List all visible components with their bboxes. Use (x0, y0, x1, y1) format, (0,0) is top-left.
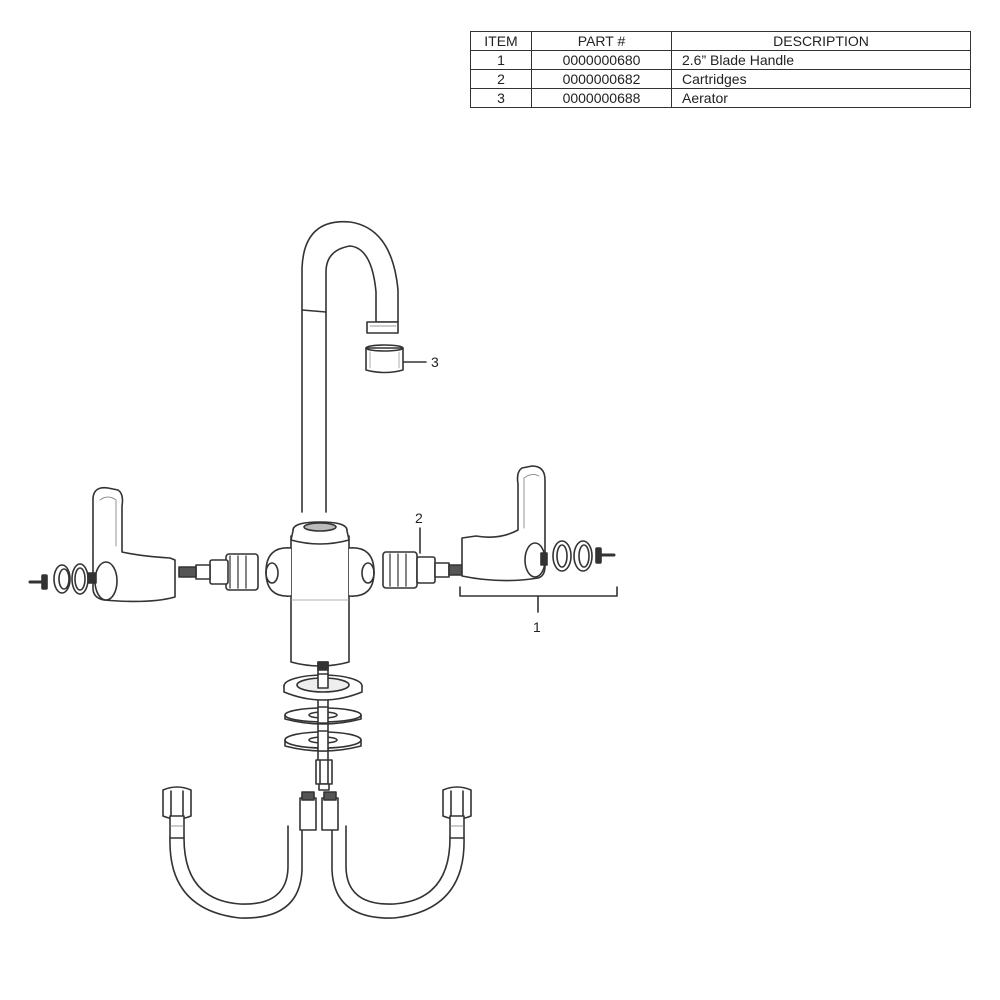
table-row: 3 0000000688 Aerator (470, 88, 971, 108)
screw-left (28, 574, 48, 590)
supply-hose-right (321, 786, 472, 919)
callout-3: 3 (403, 354, 439, 370)
table-row: 2 0000000682 Cartridges (470, 69, 971, 89)
lock-washer (284, 706, 362, 725)
cell-part: 0000000688 (531, 88, 672, 108)
supply-hose-left (162, 786, 317, 919)
screw-right (595, 547, 616, 564)
blade-handle-right (461, 465, 548, 582)
washer-right (552, 540, 572, 572)
gooseneck-spout (301, 220, 399, 513)
aerator (365, 344, 404, 374)
cap-left (53, 564, 71, 594)
cap-right (573, 540, 593, 572)
gasket (283, 673, 363, 701)
callout-1: 1 (459, 586, 618, 635)
cell-description: Cartridges (671, 69, 971, 89)
cartridge-right (382, 551, 463, 589)
callout-2: 2 (415, 510, 423, 554)
mounting-nut (284, 730, 362, 752)
faucet-body (265, 521, 375, 667)
parts-table: ITEM PART # DESCRIPTION 1 0000000680 2.6… (470, 31, 971, 108)
washer-left (71, 563, 89, 595)
callout-2-label: 2 (415, 510, 423, 526)
cartridge-left (178, 553, 259, 591)
blade-handle-left (87, 486, 176, 603)
callout-1-label: 1 (533, 619, 541, 635)
coupling-nut (315, 759, 333, 791)
cell-description: Aerator (671, 88, 971, 108)
callout-3-label: 3 (431, 354, 439, 370)
